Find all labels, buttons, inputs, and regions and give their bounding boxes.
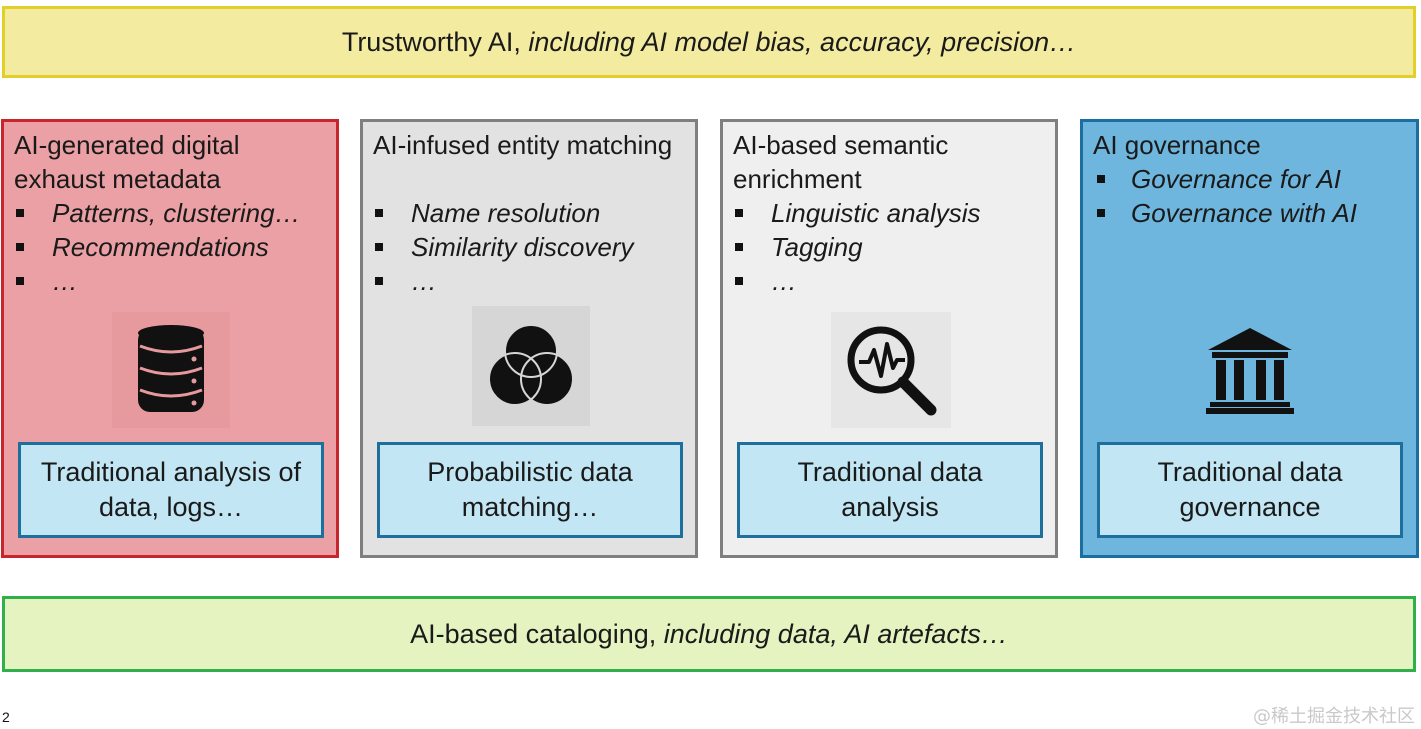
traditional-approach-text: Traditional data analysis (797, 457, 983, 522)
bullet-item: Name resolution (373, 196, 689, 230)
bullet-text: Name resolution (411, 198, 601, 228)
bullet-item: … (373, 264, 689, 298)
banner-emphasis-text: including data, AI artefacts… (663, 618, 1008, 649)
bullet-list: Patterns, clustering… Recommendations … (14, 196, 330, 298)
bullet-item: Tagging (733, 230, 1049, 264)
bullet-square-icon (16, 209, 24, 217)
bullet-text: Similarity discovery (411, 232, 634, 262)
bullet-item: … (14, 264, 330, 298)
bullet-square-icon (375, 243, 383, 251)
column-title: AI-infused entity matching (373, 130, 673, 160)
page-number: 2 (2, 709, 10, 725)
bullet-text: Patterns, clustering… (52, 198, 301, 228)
database-icon (112, 312, 230, 428)
traditional-approach-text: Traditional data governance (1157, 457, 1343, 522)
traditional-approach-box: Traditional data governance (1097, 442, 1403, 538)
bullet-text: … (771, 266, 797, 296)
bullet-square-icon (16, 277, 24, 285)
column-entity-matching: AI-infused entity matching Name resoluti… (360, 119, 698, 558)
bullet-item: … (733, 264, 1049, 298)
bullet-square-icon (1097, 209, 1105, 217)
bullet-square-icon (1097, 175, 1105, 183)
banner-lead-text: Trustworthy AI, (341, 26, 529, 57)
ai-cataloging-banner: AI-based cataloging, including data, AI … (2, 596, 1416, 672)
bullet-square-icon (375, 277, 383, 285)
bullet-item: Similarity discovery (373, 230, 689, 264)
bullet-text: Linguistic analysis (771, 198, 981, 228)
bullet-square-icon (735, 243, 743, 251)
traditional-approach-box: Probabilistic data matching… (377, 442, 683, 538)
column-title: AI-based semantic enrichment (733, 130, 949, 194)
banner-lead-text: AI-based cataloging, (410, 618, 664, 649)
bullet-square-icon (16, 243, 24, 251)
bullet-item: Linguistic analysis (733, 196, 1049, 230)
bullet-item: Governance with AI (1095, 196, 1410, 230)
bullet-square-icon (375, 209, 383, 217)
bullet-item: Patterns, clustering… (14, 196, 330, 230)
column-semantic-enrichment: AI-based semantic enrichment Linguistic … (720, 119, 1058, 558)
traditional-approach-box: Traditional analysis of data, logs… (18, 442, 324, 538)
bullet-square-icon (735, 277, 743, 285)
traditional-approach-box: Traditional data analysis (737, 442, 1043, 538)
bullet-list: Governance for AI Governance with AI (1095, 162, 1410, 230)
trustworthy-ai-banner: Trustworthy AI, including AI model bias,… (2, 6, 1416, 78)
column-ai-governance: AI governance Governance for AI Governan… (1080, 119, 1419, 558)
magnifier-signal-icon (831, 312, 951, 428)
overlapping-circles-icon (472, 306, 590, 426)
bullet-text: Governance for AI (1131, 164, 1342, 194)
column-title: AI-generated digital exhaust metadata (14, 130, 240, 194)
banner-emphasis-text: including AI model bias, accuracy, preci… (528, 26, 1077, 57)
bullet-list: Linguistic analysis Tagging … (733, 196, 1049, 298)
watermark: @稀土掘金技术社区 (1253, 706, 1415, 727)
bullet-list: Name resolution Similarity discovery … (373, 196, 689, 298)
column-digital-exhaust-metadata: AI-generated digital exhaust metadata Pa… (1, 119, 339, 558)
bullet-square-icon (735, 209, 743, 217)
column-title: AI governance (1093, 130, 1261, 160)
traditional-approach-text: Probabilistic data matching… (427, 457, 633, 522)
traditional-approach-text: Traditional analysis of data, logs… (40, 457, 302, 522)
bullet-text: … (411, 266, 437, 296)
bullet-text: Recommendations (52, 232, 269, 262)
bullet-text: Governance with AI (1131, 198, 1357, 228)
bullet-item: Governance for AI (1095, 162, 1410, 196)
bullet-item: Recommendations (14, 230, 330, 264)
institution-building-icon (1191, 312, 1309, 428)
bullet-text: Tagging (771, 232, 863, 262)
bullet-text: … (52, 266, 78, 296)
